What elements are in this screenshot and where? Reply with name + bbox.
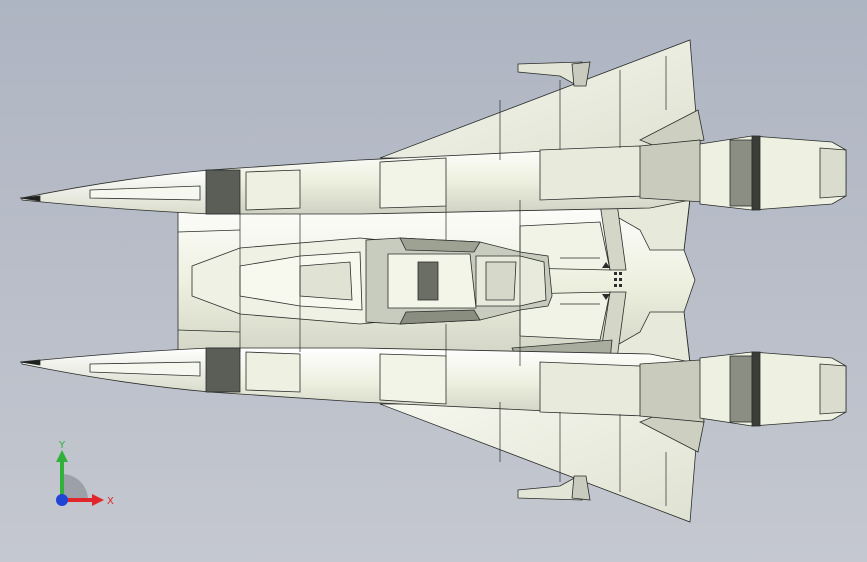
canopy-top-band [399,237,481,253]
upper-pod-panel-2 [379,157,447,209]
upper-nozzle-ribs [729,139,753,207]
cockpit-inner-panel [299,261,353,301]
triad-z-origin [56,494,68,506]
lower-nose-tip [19,359,41,366]
canopy-rear-frame-inner [485,261,517,301]
lower-wing-tip-fin [517,475,583,501]
deck-markings [602,262,622,300]
triad-x-arrow [92,494,104,506]
lower-pod-rear-collar [639,359,705,423]
upper-wing-tip-fin-2 [571,61,591,87]
orientation-triad[interactable]: Y X [40,432,130,522]
triad-y-arrow [56,450,68,462]
cockpit-display [417,261,439,301]
upper-nose-rail [89,185,201,201]
lower-nozzle-exit [819,363,847,415]
lower-wing-tip-fin-2 [571,475,591,501]
lower-pod-panel-3 [539,361,645,417]
upper-nozzle-ring [751,135,761,211]
lower-nozzle-ribs [729,355,753,423]
upper-pod-panel-1 [245,169,301,211]
airframe [19,39,847,523]
triad-y-label: Y [58,440,66,451]
upper-wing-tip-fin [517,61,583,87]
lower-nose-rail [89,361,201,377]
triad-x-label: X [107,496,114,507]
upper-pod-rear-collar [639,139,705,203]
upper-intake-ribs [205,169,241,215]
upper-nozzle-exit [819,147,847,199]
lower-nozzle-ring [751,351,761,427]
upper-nose-tip [19,195,41,202]
panel-lines [177,56,667,506]
lower-intake-ribs [205,347,241,393]
triad-xy-plane [62,474,88,500]
lower-pod-panel-2 [379,353,447,405]
canopy-bottom-band [399,309,481,325]
lower-pod-panel-1 [245,351,301,393]
upper-pod-panel-3 [539,145,645,201]
